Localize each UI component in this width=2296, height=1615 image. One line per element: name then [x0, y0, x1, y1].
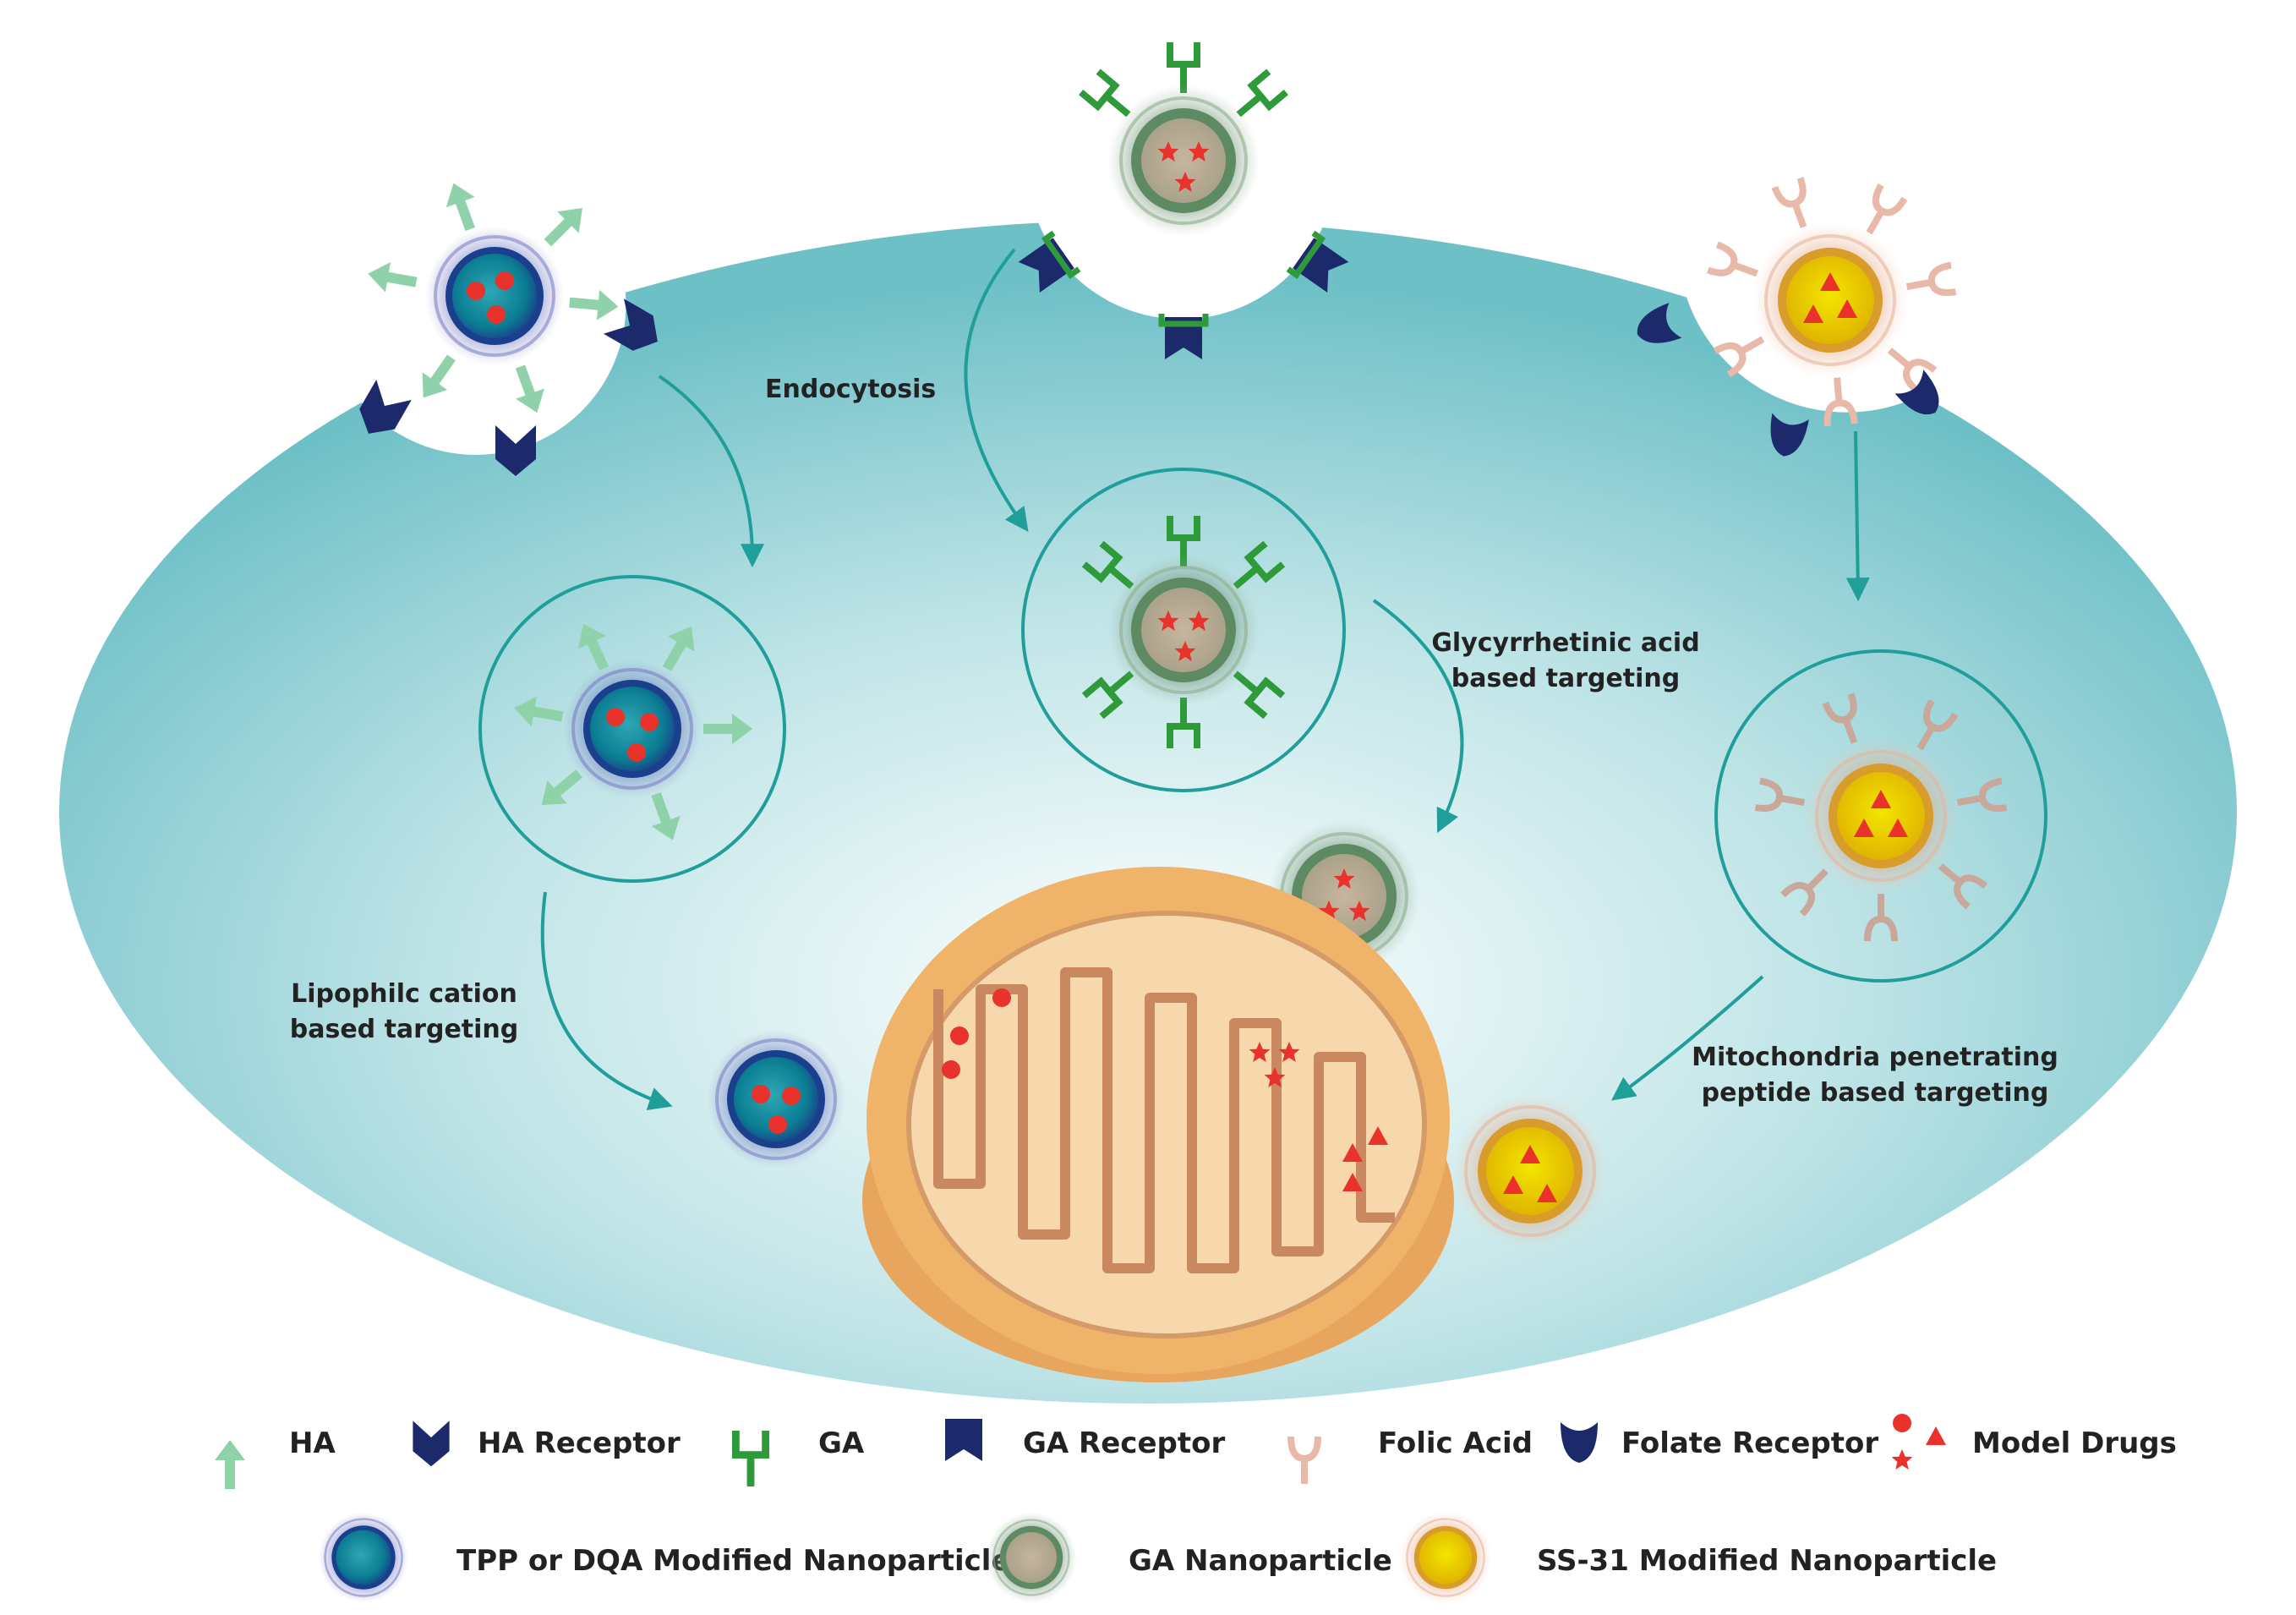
endosome-left: [478, 575, 786, 883]
cristae: [933, 967, 1395, 1273]
legend-tpp-np-icon: [317, 1511, 410, 1604]
legend-model-drugs-label: Model Drugs: [1972, 1426, 2177, 1460]
label-lipophilic-1: Lipophilc cation: [291, 979, 517, 1009]
legend-folate-receptor-label: Folate Receptor: [1621, 1426, 1878, 1460]
legend-tpp-np-label: TPP or DQA Modified Nanoparticle: [456, 1544, 1011, 1578]
endosome-right: [1714, 649, 2047, 983]
cell-body: [59, 220, 2237, 1404]
legend-ga-np-icon: [984, 1510, 1079, 1605]
legend-ss31-np-label: SS-31 Modified Nanoparticle: [1537, 1544, 1997, 1578]
legend-folic-acid-label: Folic Acid: [1378, 1426, 1533, 1460]
label-lipophilic-2: based targeting: [290, 1015, 519, 1044]
label-glycyrrhetinic-1: Glycyrrhetinic acid: [1431, 628, 1699, 658]
legend-ha-icon: [215, 1440, 245, 1489]
ha-nanoparticle-surface: [365, 178, 620, 419]
mitochondrion: [862, 867, 1454, 1382]
ha-nanoparticle-endosome: [511, 617, 752, 846]
legend-ss31-np-icon: [1397, 1509, 1494, 1606]
legend-folic-acid-icon: [1291, 1437, 1318, 1484]
legend-ga-icon: [735, 1431, 765, 1486]
legend-ha-label: HA: [289, 1426, 336, 1460]
legend-model-drugs-icon: [1891, 1414, 1946, 1470]
legend-ha-receptor-icon: [413, 1421, 450, 1467]
legend: HA HA Receptor GA GA Receptor Folic Acid…: [215, 1414, 2177, 1606]
legend-ga-np-label: GA Nanoparticle: [1129, 1544, 1392, 1578]
legend-ga-label: GA: [818, 1426, 865, 1460]
legend-ha-receptor-label: HA Receptor: [478, 1426, 681, 1460]
pathway-arrows: [540, 248, 1870, 1110]
label-endocytosis: Endocytosis: [765, 375, 936, 404]
legend-folate-receptor-icon: [1561, 1422, 1598, 1463]
tpp-nanoparticle: [705, 1028, 847, 1170]
legend-ga-receptor-icon: [945, 1419, 982, 1461]
label-glycyrrhetinic-2: based targeting: [1451, 664, 1681, 693]
label-mito-1: Mitochondria penetrating: [1692, 1043, 2058, 1072]
endosome-center: [1021, 468, 1346, 792]
legend-ga-receptor-label: GA Receptor: [1023, 1426, 1225, 1460]
ss31-nanoparticle: [1451, 1092, 1610, 1251]
label-mito-2: peptide based targeting: [1702, 1078, 2049, 1108]
